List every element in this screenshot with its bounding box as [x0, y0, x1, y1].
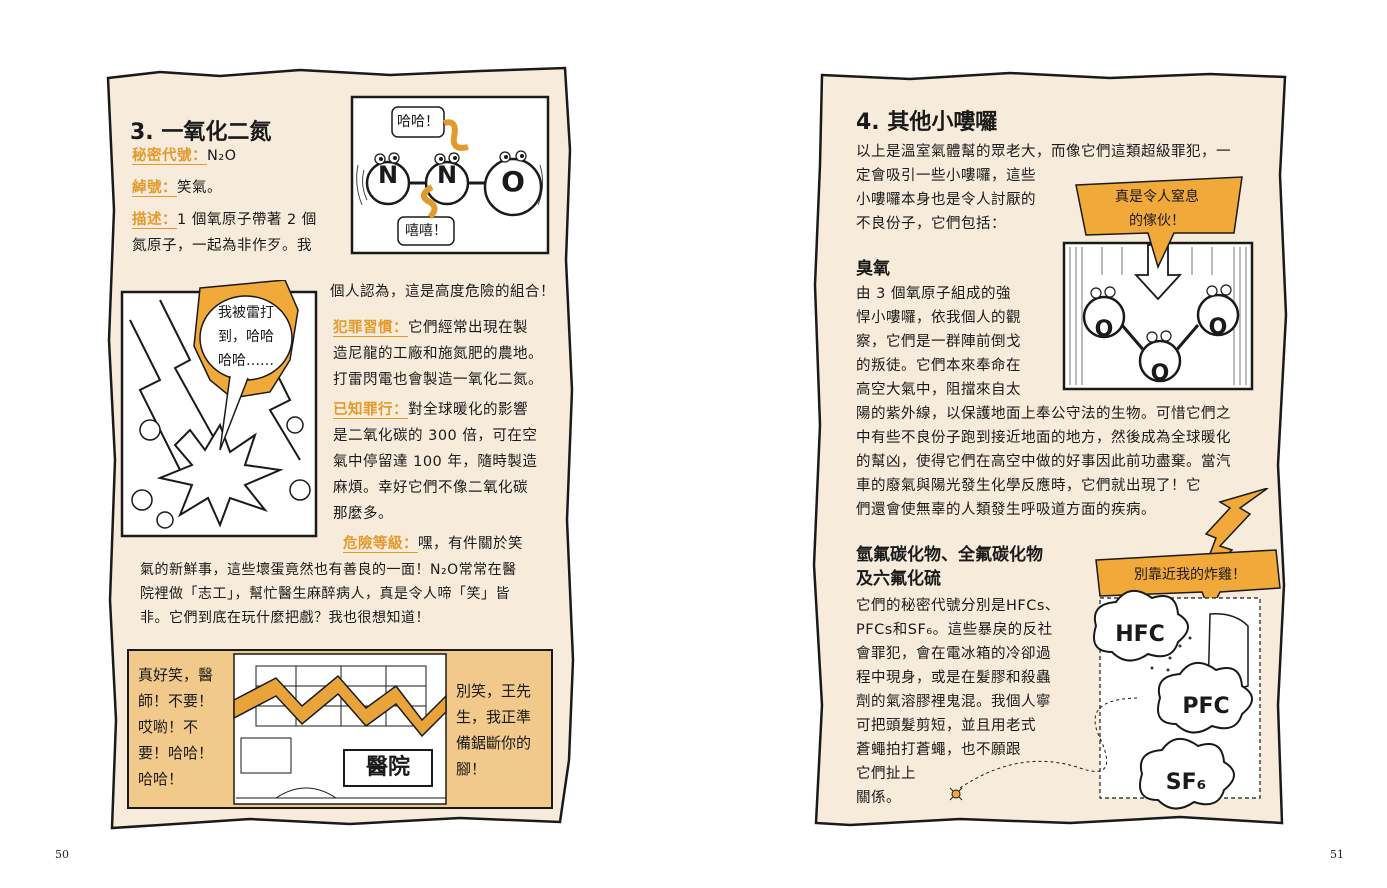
ozone-line10: 們還會使無辜的人類發生呼吸道方面的疾病。	[856, 502, 1156, 518]
hfc-line3: 會罪犯，會在電冰箱的冷卻過	[856, 646, 1051, 662]
crime-label: 已知罪行：	[333, 402, 408, 419]
page-number-left: 50	[55, 848, 69, 861]
bomb-bubble: 別靠近我的炸雞！	[1134, 567, 1246, 583]
danger-line4: 非。它們到底在玩什麼把戲？我也很想知道！	[140, 610, 430, 626]
ozone-panel: O O O 真是令人窒息 的傢伙！	[1062, 175, 1254, 393]
habit-text-1: 它們經常出現在製	[408, 320, 528, 336]
desc-text-1: 1 個氧原子帶著 2 個	[177, 212, 317, 228]
spray-illustration: 別靠近我的炸雞！ HFC PFC SF₆	[920, 487, 1282, 810]
bubble-xixi: 嘻嘻！	[405, 223, 447, 239]
ozone-line1: 由 3 個氧原子組成的強	[856, 286, 1011, 302]
n2o-panel: N N O 哈哈！ 嘻嘻！	[350, 95, 550, 255]
hospital-left-5: 哈哈！	[138, 770, 184, 788]
hospital-right-2: 生，我正準	[456, 708, 532, 726]
suffocate-bubble-2: 的傢伙！	[1129, 213, 1185, 229]
desc-label: 描述：	[132, 212, 177, 229]
lightning-panel: 我被雷打 到，哈哈 哈哈……	[120, 279, 320, 540]
desc-line1: 描述：1 個氧原子帶著 2 個	[132, 208, 317, 232]
ozone-atom-3: O	[1208, 315, 1228, 340]
ozone-line9: 車的廢氣與陽光發生化學反應時，它們就出現了！它	[856, 478, 1201, 494]
habit-line3: 打雷閃電也會製造一氧化二氮。	[333, 372, 543, 388]
hospital-right-text: 別笑，王先 生，我正準 備鋸斷你的 腳！	[456, 678, 531, 782]
ozone-line6: 陽的紫外線，以保護地面上奉公守法的生物。可惜它們之	[856, 406, 1231, 422]
ozone-heading: 臭氧	[856, 259, 890, 279]
atom-n-1: N	[377, 161, 399, 189]
danger-line2: 氣的新鮮事，這些壞蛋竟然也有善良的一面！N₂O常常在醫	[140, 562, 517, 578]
crime-line2: 是二氧化碳的 300 倍，可在空	[333, 428, 538, 444]
habit-line2: 造尼龍的工廠和施氮肥的農地。	[333, 346, 543, 362]
crime-line4: 麻煩。幸好它們不像二氧化碳	[333, 480, 528, 496]
crime-line3: 氣中停留達 100 年，隨時製造	[333, 454, 538, 470]
hfc-line5: 劑的氣溶膠裡鬼混。我個人寧	[856, 694, 1051, 710]
danger-line1: 危險等級：嘿，有件關於笑	[343, 532, 523, 556]
ozone-line5: 高空大氣中，阻擋來自太	[856, 382, 1021, 398]
lightning-bubble-3: 哈哈……	[218, 353, 274, 369]
code-line: 秘密代號：N₂O	[132, 144, 237, 168]
hospital-right-1: 別笑，王先	[456, 682, 532, 700]
hfc-line2: PFCs和SF₆。這些暴戾的反社	[856, 622, 1053, 638]
intro-line2: 定會吸引一些小嘍囉，這些	[856, 168, 1036, 184]
left-parchment	[100, 60, 580, 830]
bubble-haha: 哈哈！	[397, 114, 439, 130]
danger-line3: 院裡做「志工」，幫忙醫生麻醉病人，真是令人啼「笑」皆	[140, 586, 510, 602]
lightning-bubble-2: 到，哈哈	[218, 329, 274, 345]
ozone-atom-1: O	[1094, 317, 1114, 342]
code-label: 秘密代號：	[132, 148, 207, 165]
hfc-line4: 程中現身，或是在髮膠和殺蟲	[856, 670, 1051, 686]
nickname-label: 綽號：	[132, 180, 177, 197]
atom-o: O	[501, 165, 525, 198]
habit-label: 犯罪習慣：	[333, 320, 408, 337]
ozone-line4: 的叛徒。它們本來奉命在	[856, 358, 1021, 374]
intro-line3: 小嘍囉本身也是令人討厭的	[856, 192, 1036, 208]
hfc-line8: 它們扯上	[856, 766, 916, 782]
hfc-line9: 關係。	[856, 790, 901, 806]
nickname-value: 笑氣。	[177, 180, 222, 196]
desc-line3: 個人認為，這是高度危險的組合！	[330, 284, 555, 300]
habit-line1: 犯罪習慣：它們經常出現在製	[333, 316, 528, 340]
atom-n-2: N	[436, 161, 458, 189]
hospital-sign: 醫院	[365, 755, 410, 780]
right-title: 4. 其他小嘍囉	[856, 110, 998, 135]
hospital-left-4: 要！哈哈！	[138, 744, 214, 762]
hfc-line6: 可把頭髮剪短，並且用老式	[856, 718, 1036, 734]
hospital-left-1: 真好笑，醫	[138, 666, 214, 684]
ozone-line8: 的幫凶，使得它們在高空中做的好事因此前功盡棄。當汽	[856, 454, 1231, 470]
cloud-pfc: PFC	[1182, 694, 1230, 719]
hospital-panel: 醫院 真好笑，醫 師！不要！ 哎喲！不 要！哈哈！ 哈哈！ 別笑，王先 生，我正…	[126, 648, 554, 810]
ozone-line2: 悍小嘍囉，依我個人的觀	[856, 310, 1021, 326]
code-value: N₂O	[207, 148, 237, 164]
danger-label: 危險等級：	[343, 536, 418, 553]
cloud-hfc: HFC	[1115, 622, 1165, 647]
crime-line5: 那麼多。	[333, 506, 393, 522]
hospital-right-4: 腳！	[456, 760, 487, 778]
nickname-line: 綽號：笑氣。	[132, 176, 222, 200]
crime-text-1: 對全球暖化的影響	[408, 402, 528, 418]
left-title: 3. 一氧化二氮	[130, 120, 272, 145]
page-number-right: 51	[1330, 848, 1344, 861]
hospital-right-3: 備鋸斷你的	[456, 734, 532, 752]
desc-line2: 氮原子，一起為非作歹。我	[132, 238, 312, 254]
suffocate-bubble-1: 真是令人窒息	[1115, 189, 1199, 205]
hfc-line7: 蒼蠅拍打蒼蠅，也不願跟	[856, 742, 1021, 758]
ozone-line3: 察，它們是一群陣前倒戈	[856, 334, 1021, 350]
hfc-line1: 它們的秘密代號分別是HFCs、	[856, 598, 1060, 614]
crime-line1: 已知罪行：對全球暖化的影響	[333, 398, 528, 422]
ozone-line7: 中有些不良份子跑到接近地面的地方，然後成為全球暖化	[856, 430, 1231, 446]
danger-text-1: 嘿，有件關於笑	[418, 536, 523, 552]
hfc-heading-2: 及六氟化硫	[856, 569, 941, 589]
intro-line4: 不良份子，它們包括：	[856, 216, 1006, 232]
lightning-bubble-1: 我被雷打	[218, 305, 274, 321]
hfc-heading-1: 氫氟碳化物、全氟碳化物	[856, 545, 1043, 565]
hospital-left-2: 師！不要！	[138, 692, 214, 710]
hospital-left-3: 哎喲！不	[138, 718, 199, 736]
intro-line1: 以上是溫室氣體幫的眾老大，而像它們這類超級罪犯，一	[856, 144, 1231, 160]
cloud-sf6: SF₆	[1165, 770, 1207, 795]
ozone-atom-2: O	[1150, 361, 1170, 386]
hospital-left-text: 真好笑，醫 師！不要！ 哎喲！不 要！哈哈！ 哈哈！	[138, 662, 213, 792]
